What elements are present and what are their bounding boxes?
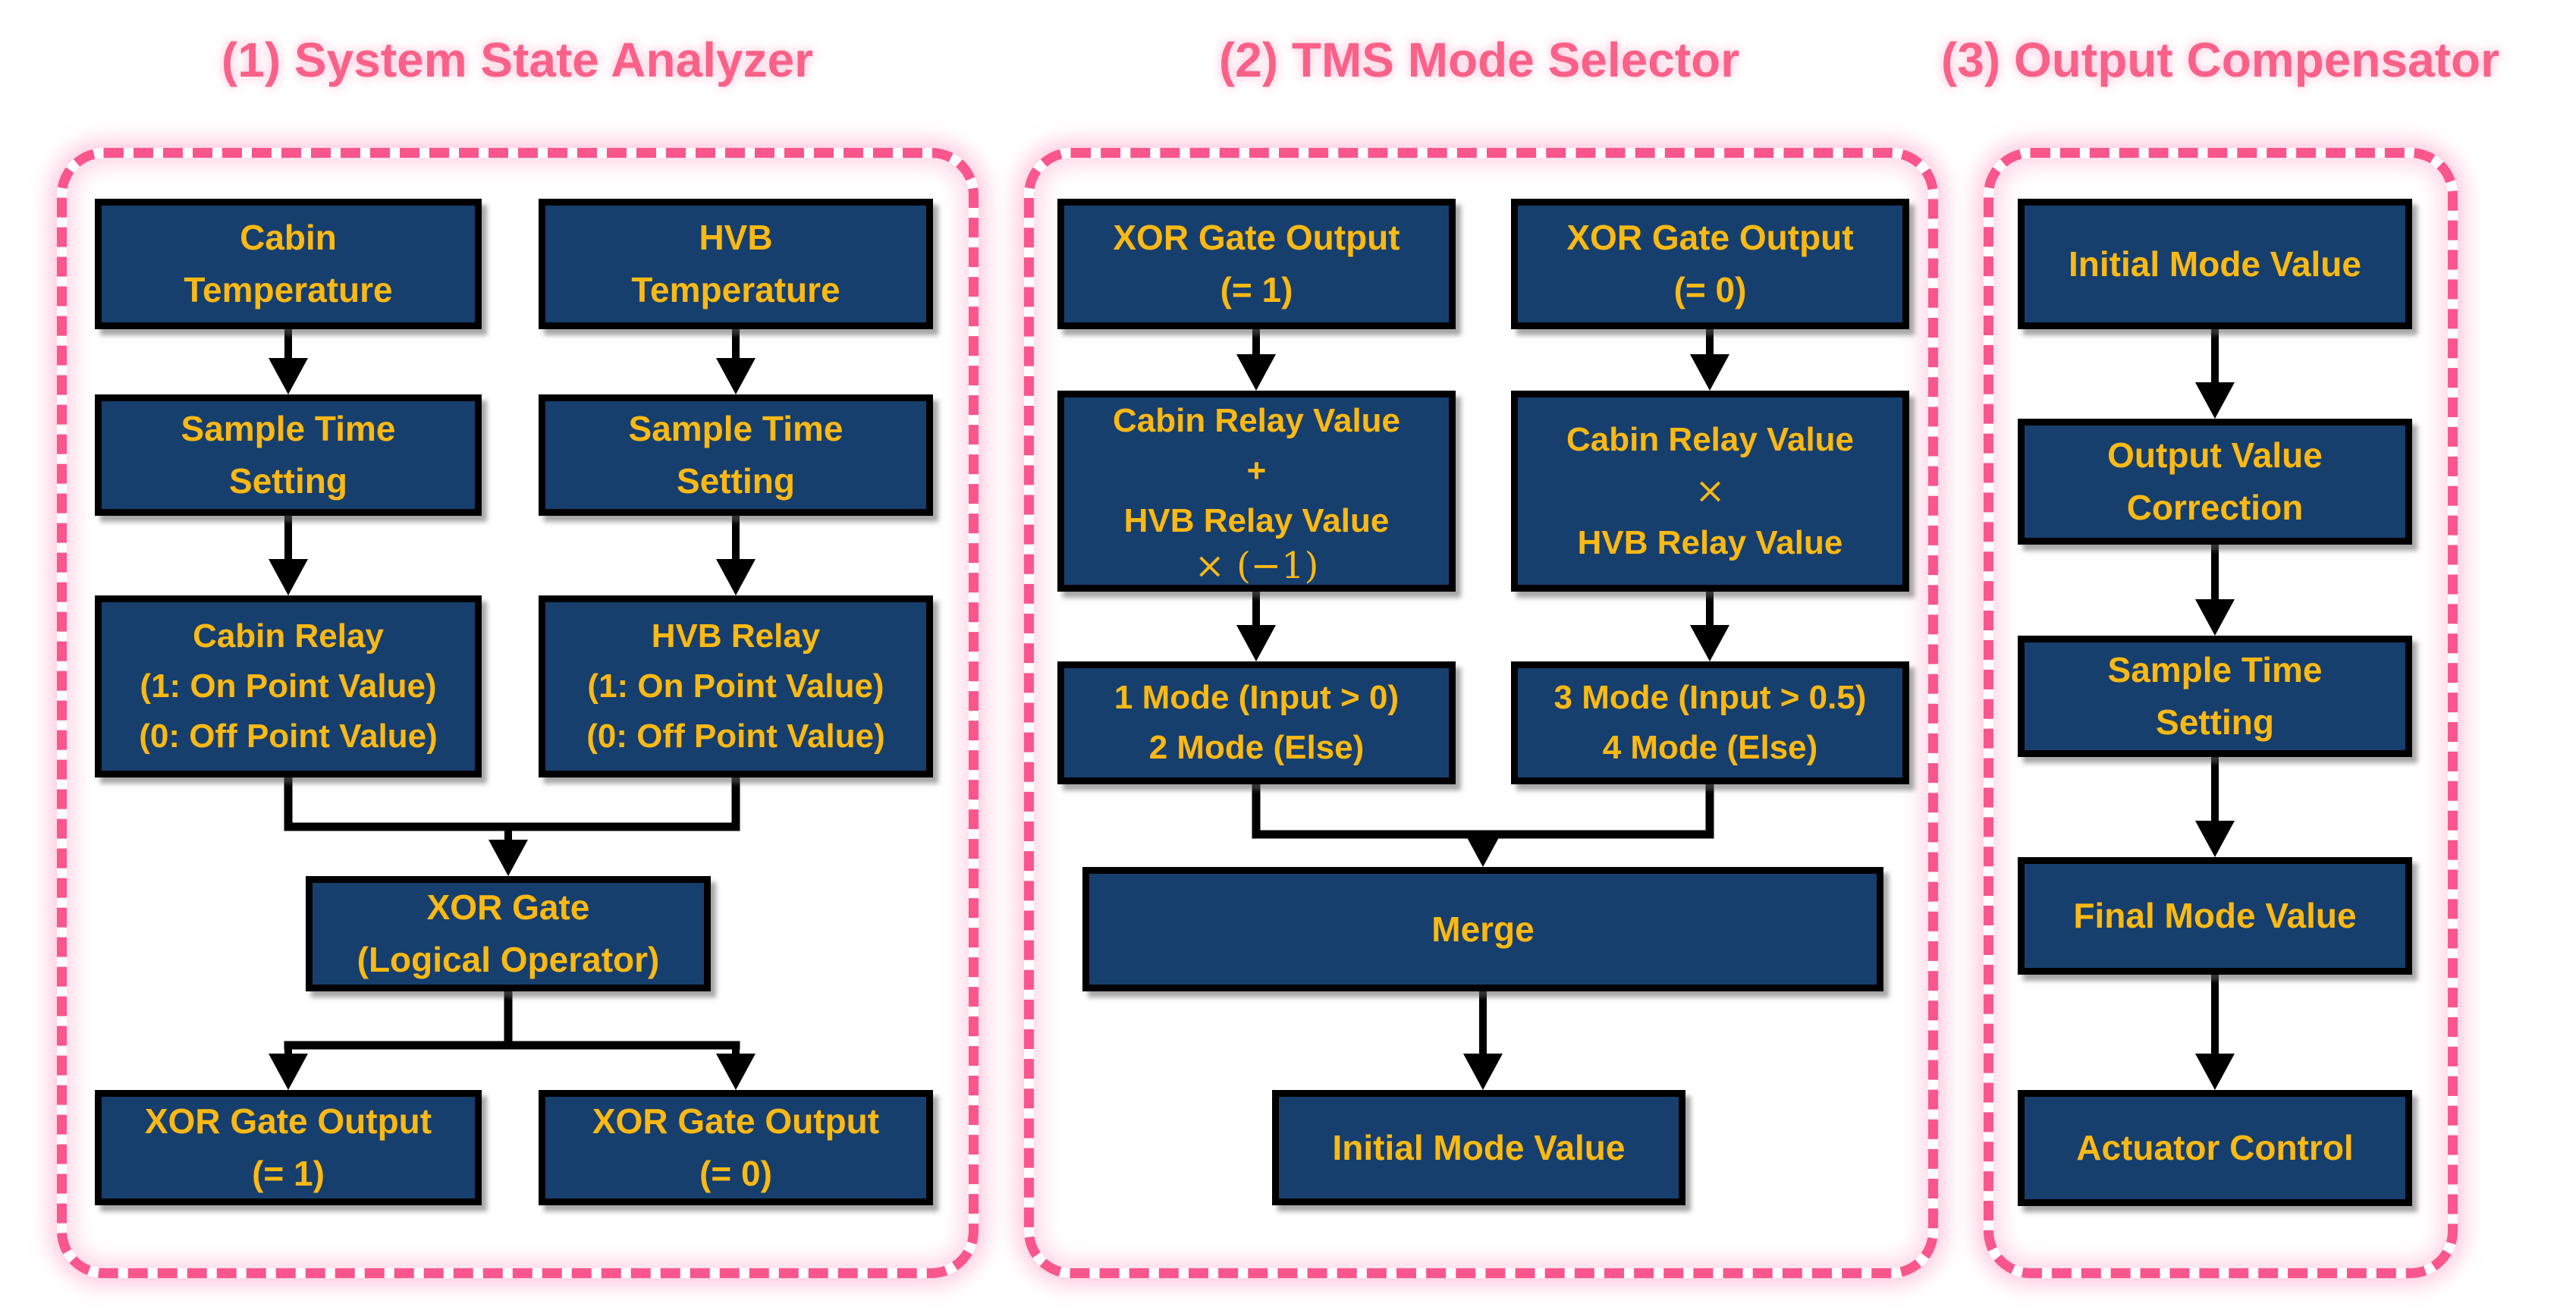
node-line: 1 Mode (Input > 0)	[1114, 679, 1400, 716]
node-line: Sample Time	[181, 409, 396, 448]
node-merge: Merge	[1082, 867, 1883, 991]
node-line: Final Mode Value	[2073, 896, 2357, 935]
node-line: (= 0)	[699, 1154, 772, 1193]
node-line: 2 Mode (Else)	[1148, 729, 1365, 766]
connector-arrow	[2195, 545, 2235, 636]
node-output-value-correction: Output Value Correction	[2018, 419, 2412, 545]
node-line: (= 1)	[252, 1154, 325, 1193]
connector-arrow	[2195, 757, 2235, 857]
node-sample-time-setting-out: Sample Time Setting	[2018, 636, 2412, 757]
node-mode-1-2-decision: 1 Mode (Input > 0) 2 Mode (Else)	[1057, 661, 1456, 784]
connector-arrow	[2195, 329, 2235, 419]
node-line: XOR Gate Output	[1113, 218, 1400, 257]
connector-arrow	[2195, 975, 2235, 1090]
node-line: Sample Time	[628, 409, 843, 448]
connector-arrow	[1690, 329, 1729, 391]
connector-arrow	[269, 329, 308, 394]
node-cabin-relay: Cabin Relay (1: On Point Value) (0: Off …	[95, 595, 482, 777]
node-line: HVB Relay Value	[1123, 502, 1390, 540]
node-line: HVB Relay	[651, 617, 821, 655]
node-xor-gate-output-1-sel: XOR Gate Output (= 1)	[1057, 199, 1456, 329]
node-xor-gate: XOR Gate (Logical Operator)	[306, 876, 711, 991]
node-cabin-temperature: Cabin Temperature	[95, 199, 482, 329]
node-line: Cabin Relay Value	[1112, 402, 1401, 440]
section-title-3: (3) Output Compensator	[1941, 33, 2499, 87]
node-line-math: × (−1)	[1194, 545, 1319, 588]
section-title-1: (1) System State Analyzer	[221, 33, 814, 87]
node-line: (1: On Point Value)	[140, 667, 437, 705]
connector-arrow	[1690, 592, 1729, 661]
node-line: Temperature	[631, 270, 840, 309]
section-frame-output-compensator	[1984, 148, 2458, 1278]
connector-arrow	[716, 329, 756, 394]
section-frame-system-state-analyzer	[57, 148, 979, 1278]
node-line: Initial Mode Value	[1332, 1127, 1626, 1167]
node-line: Sample Time	[2107, 650, 2323, 689]
node-actuator-control: Actuator Control	[2018, 1090, 2412, 1206]
node-line: Setting	[2156, 702, 2274, 742]
node-mode-3-4-formula: Cabin Relay Value × HVB Relay Value	[1511, 391, 1909, 592]
node-initial-mode-value: Initial Mode Value	[2018, 199, 2412, 329]
node-xor-gate-output-0: XOR Gate Output (= 0)	[539, 1090, 933, 1205]
node-line: Merge	[1431, 909, 1535, 949]
node-line: HVB Relay Value	[1577, 523, 1843, 561]
node-line: Initial Mode Value	[2069, 243, 2361, 284]
node-line: Actuator Control	[2076, 1128, 2354, 1167]
node-line: Cabin Relay Value	[1566, 420, 1855, 458]
node-line: Setting	[677, 461, 795, 501]
section-frame-tms-mode-selector	[1024, 148, 1938, 1278]
node-line: (0: Off Point Value)	[586, 718, 885, 755]
connector-arrow	[1236, 592, 1276, 661]
node-line: (1: On Point Value)	[587, 667, 884, 705]
node-line: XOR Gate Output	[592, 1101, 880, 1141]
connector-arrow	[1463, 831, 1503, 867]
node-line: Setting	[229, 461, 347, 501]
node-line: 3 Mode (Input > 0.5)	[1553, 679, 1867, 716]
node-line-math: ×	[1695, 470, 1726, 513]
node-line: Correction	[2126, 488, 2304, 527]
section-title-2: (2) TMS Mode Selector	[1218, 33, 1740, 87]
connector-arrow	[1236, 329, 1276, 391]
node-xor-gate-output-1: XOR Gate Output (= 1)	[95, 1090, 482, 1205]
connector-arrow	[716, 516, 756, 595]
node-line: Output Value	[2107, 435, 2323, 475]
node-line: (0: Off Point Value)	[139, 718, 438, 755]
node-line: 4 Mode (Else)	[1602, 729, 1818, 766]
node-sample-time-setting-cabin: Sample Time Setting	[95, 394, 482, 516]
node-line: (Logical Operator)	[357, 940, 660, 979]
node-hvb-relay: HVB Relay (1: On Point Value) (0: Off Po…	[539, 595, 933, 777]
node-line: XOR Gate Output	[144, 1101, 432, 1141]
connector-arrow	[716, 1045, 756, 1090]
connector-arrow	[269, 516, 308, 595]
node-line: +	[1246, 452, 1267, 490]
node-line: Cabin	[240, 218, 337, 257]
node-initial-mode-value-sel: Initial Mode Value	[1272, 1090, 1685, 1205]
node-xor-gate-output-0-sel: XOR Gate Output (= 0)	[1511, 199, 1909, 329]
node-line: Temperature	[184, 270, 393, 309]
connector-arrow	[488, 827, 528, 876]
node-line: XOR Gate Output	[1566, 218, 1854, 257]
node-hvb-temperature: HVB Temperature	[539, 199, 933, 329]
node-mode-1-2-formula: Cabin Relay Value + HVB Relay Value × (−…	[1057, 391, 1456, 592]
node-line: (= 1)	[1220, 270, 1293, 309]
node-line: Cabin Relay	[193, 617, 384, 655]
connector-arrow	[1463, 991, 1503, 1090]
node-final-mode-value: Final Mode Value	[2018, 857, 2412, 975]
node-sample-time-setting-hvb: Sample Time Setting	[539, 394, 933, 516]
node-mode-3-4-decision: 3 Mode (Input > 0.5) 4 Mode (Else)	[1511, 661, 1909, 784]
connector-arrow	[269, 1045, 308, 1090]
node-line: (= 0)	[1673, 270, 1747, 309]
node-line: XOR Gate	[426, 887, 590, 927]
node-line: HVB	[699, 218, 773, 257]
